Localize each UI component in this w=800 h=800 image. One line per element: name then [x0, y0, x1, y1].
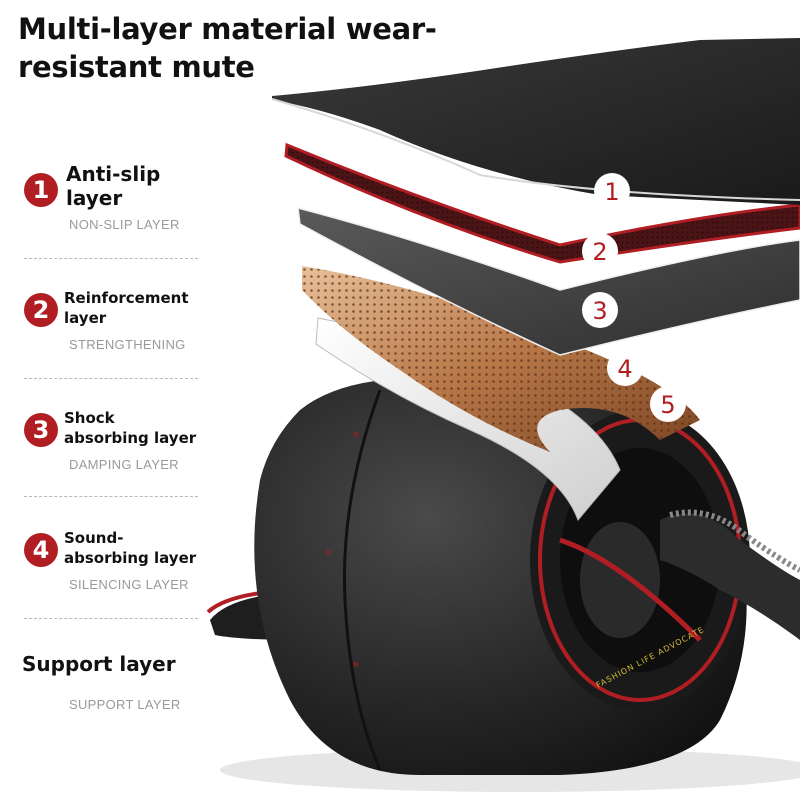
svg-text:4: 4 — [617, 355, 632, 383]
tire-seam — [342, 389, 382, 771]
support-layer-title: Support layer — [22, 652, 176, 676]
layer-4-perforation — [302, 266, 700, 452]
divider — [24, 496, 198, 497]
support-layer-subtitle: SUPPORT LAYER — [69, 697, 181, 712]
layer-title: Sound- absorbing layer — [64, 529, 197, 567]
callout-1: 1 — [594, 173, 630, 209]
layer-subtitle: NON-SLIP LAYER — [69, 217, 180, 232]
layer-subtitle: STRENGTHENING — [69, 337, 186, 352]
wheel-red-accent — [559, 537, 702, 642]
callout-5: 5 — [650, 386, 686, 422]
page-title: Multi-layer material wear-resistant mute — [18, 12, 437, 84]
layer-number-badge: 2 — [24, 293, 58, 327]
layer-subtitle: SILENCING LAYER — [69, 577, 189, 592]
layer-number-badge: 4 — [24, 533, 58, 567]
layer-number-badge: 3 — [24, 413, 58, 447]
layer-1-edge — [271, 98, 800, 201]
layer-subtitle: DAMPING LAYER — [69, 457, 179, 472]
divider — [24, 618, 198, 619]
tire-chevron-1: » — [352, 427, 359, 441]
svg-text:3: 3 — [592, 297, 607, 325]
callout-2: 2 — [582, 233, 618, 269]
right-handle-grip — [669, 509, 800, 573]
callout-4: 4 — [607, 350, 643, 386]
layer-number-badge: 1 — [24, 173, 58, 207]
layer-title: Anti-slip layer — [66, 162, 161, 210]
divider — [24, 378, 198, 379]
svg-text:5: 5 — [660, 391, 675, 419]
layer-1-sheet — [272, 38, 800, 205]
layer-2-sheet — [284, 142, 800, 264]
tire-chevron-3: » — [352, 657, 359, 671]
tire-chevron-2: » — [325, 545, 332, 559]
callout-3: 3 — [582, 292, 618, 328]
layer-title: Shock absorbing layer — [64, 409, 197, 447]
divider — [24, 258, 198, 259]
layer-title: Reinforcement layer — [64, 289, 189, 327]
wheel-hub — [580, 522, 660, 638]
right-handle — [660, 513, 800, 640]
svg-text:2: 2 — [592, 238, 607, 266]
svg-text:1: 1 — [604, 178, 619, 206]
